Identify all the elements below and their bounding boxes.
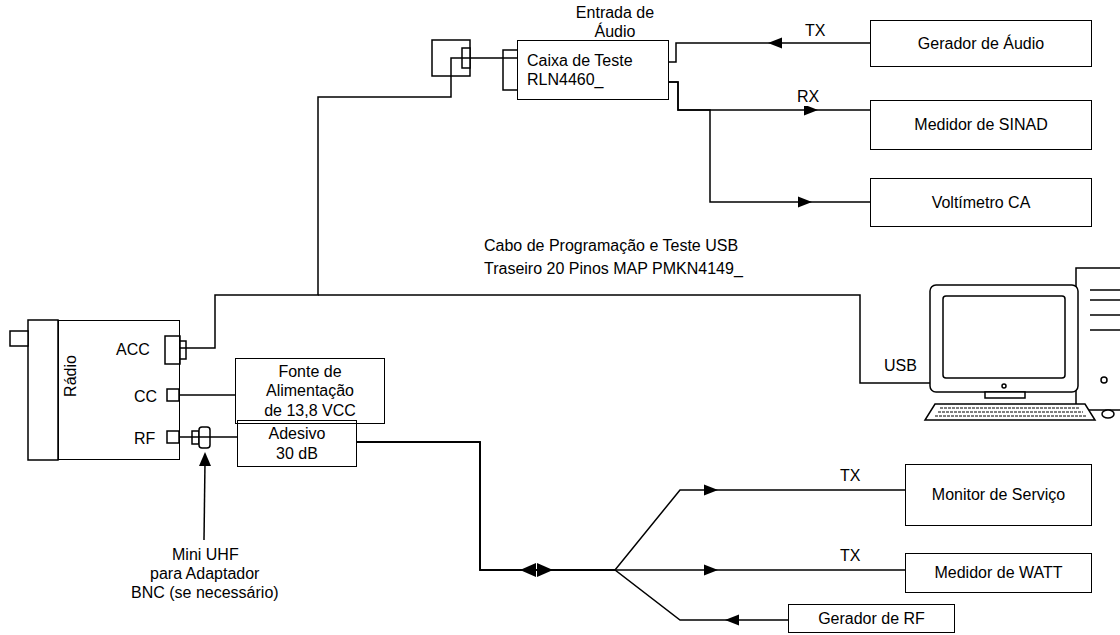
box-title: Medidor de WATT xyxy=(934,563,1062,582)
acc-plug xyxy=(180,341,186,359)
box-title: Gerador de Áudio xyxy=(918,34,1044,53)
arrow-head xyxy=(704,565,718,576)
cable-connector xyxy=(669,43,870,62)
callout-label: para Adaptador xyxy=(148,564,261,583)
radio-knob xyxy=(10,331,28,346)
power-supply-box: Fonte de Alimentação de 13,8 VCC xyxy=(235,358,385,424)
arrow-head xyxy=(798,197,812,208)
port-label: ACC xyxy=(116,340,150,359)
box-title: Gerador de RF xyxy=(818,609,925,628)
signal-label: TX xyxy=(803,21,827,40)
acc-port xyxy=(165,336,180,364)
port-label: USB xyxy=(882,356,919,375)
ac-voltmeter-box: Voltímetro CA xyxy=(870,178,1092,227)
watt-meter-box: Medidor de WATT xyxy=(905,553,1092,593)
box-title: Rádio xyxy=(61,355,80,397)
computer-icon xyxy=(925,268,1120,420)
leader-line xyxy=(204,462,205,540)
box-title: Monitor de Serviço xyxy=(932,485,1065,504)
callout-label: BNC (se necessário) xyxy=(129,583,281,602)
radio-panel xyxy=(28,320,58,460)
box-title: Caixa de Teste RLN4460_ xyxy=(527,51,657,89)
arrow-head xyxy=(768,38,782,49)
box-title: Fonte de Alimentação de 13,8 VCC xyxy=(260,362,360,420)
service-monitor-box: Monitor de Serviço xyxy=(905,464,1092,526)
signal-label: TX xyxy=(838,466,862,485)
port-label: CC xyxy=(134,387,157,406)
signal-label: RX xyxy=(795,87,821,106)
box-title: Medidor de SINAD xyxy=(914,115,1047,134)
rf-port xyxy=(167,431,179,443)
box-title: Voltímetro CA xyxy=(932,193,1031,212)
cable-connector xyxy=(669,82,870,202)
rf-generator-box: Gerador de RF xyxy=(788,604,955,633)
port-label: Entrada de Áudio xyxy=(571,3,659,41)
arrow-head xyxy=(804,105,818,116)
audio-generator-box: Gerador de Áudio xyxy=(870,20,1092,67)
leader-arrow xyxy=(199,452,211,466)
cable-connector xyxy=(357,442,905,570)
signal-label: TX xyxy=(838,546,862,565)
cable-connector xyxy=(180,58,517,348)
test-box: Caixa de Teste RLN4460_ xyxy=(517,40,669,100)
cable-label: Traseiro 20 Pinos MAP PMKN4149_ xyxy=(482,259,745,278)
arrow-head xyxy=(704,485,718,496)
dc-port xyxy=(167,389,179,401)
sinad-meter-box: Medidor de SINAD xyxy=(870,100,1092,150)
test-box-connector xyxy=(503,50,517,90)
cable-connector xyxy=(180,436,237,438)
cable-connector xyxy=(669,82,870,110)
cable-connector xyxy=(357,442,788,620)
port-label: RF xyxy=(134,429,155,448)
cable-label: Cabo de Programação e Teste USB xyxy=(482,236,740,255)
arrow-head xyxy=(725,615,739,626)
box-title: Adesivo 30 dB xyxy=(262,424,332,462)
callout-label: Mini UHF xyxy=(170,545,241,564)
cable-connector xyxy=(180,394,235,396)
attenuator-box: Adesivo 30 dB xyxy=(237,420,357,467)
cable-connector xyxy=(357,442,905,570)
usb-cable xyxy=(318,295,930,383)
radio-box: Rádio ACC CC RF xyxy=(58,320,180,460)
